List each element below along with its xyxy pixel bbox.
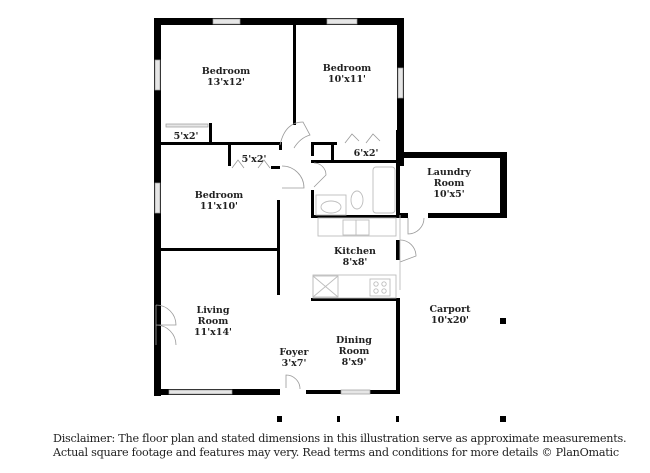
room-label-kitchen: Kitchen 8'x8' — [334, 246, 376, 268]
room-label-bedroom-3: Bedroom 11'x10' — [194, 190, 244, 212]
doors — [155, 121, 425, 390]
room-label-bedroom-1: Bedroom 13'x12' — [201, 66, 251, 88]
stove-icon — [369, 278, 391, 297]
fixtures — [312, 166, 401, 299]
room-label-carport: Carport 10'x20' — [429, 304, 471, 326]
interior-walls — [161, 25, 404, 301]
bathtub-icon — [372, 166, 396, 214]
carport-posts — [277, 318, 506, 422]
disclaimer-text: Disclaimer: The floor plan and stated di… — [53, 432, 627, 459]
room-label-closet-1: 5'x2' — [173, 131, 199, 142]
room-label-living-room: Living Room 11'x14' — [194, 305, 232, 338]
sink-icon — [320, 200, 342, 214]
room-label-closet-2: 5'x2' — [241, 154, 267, 165]
room-label-closet-3: 6'x2' — [353, 148, 379, 159]
fridge-icon — [312, 275, 339, 298]
room-label-bedroom-2: Bedroom 10'x11' — [322, 63, 372, 85]
toilet-icon — [350, 190, 364, 210]
laundry-walls — [398, 152, 507, 218]
windows — [154, 18, 404, 395]
room-label-laundry: Laundry Room 10'x5' — [427, 167, 471, 200]
room-label-dining-room: Dining Room 8'x9' — [336, 335, 372, 368]
room-label-foyer: Foyer 3'x7' — [279, 347, 309, 369]
